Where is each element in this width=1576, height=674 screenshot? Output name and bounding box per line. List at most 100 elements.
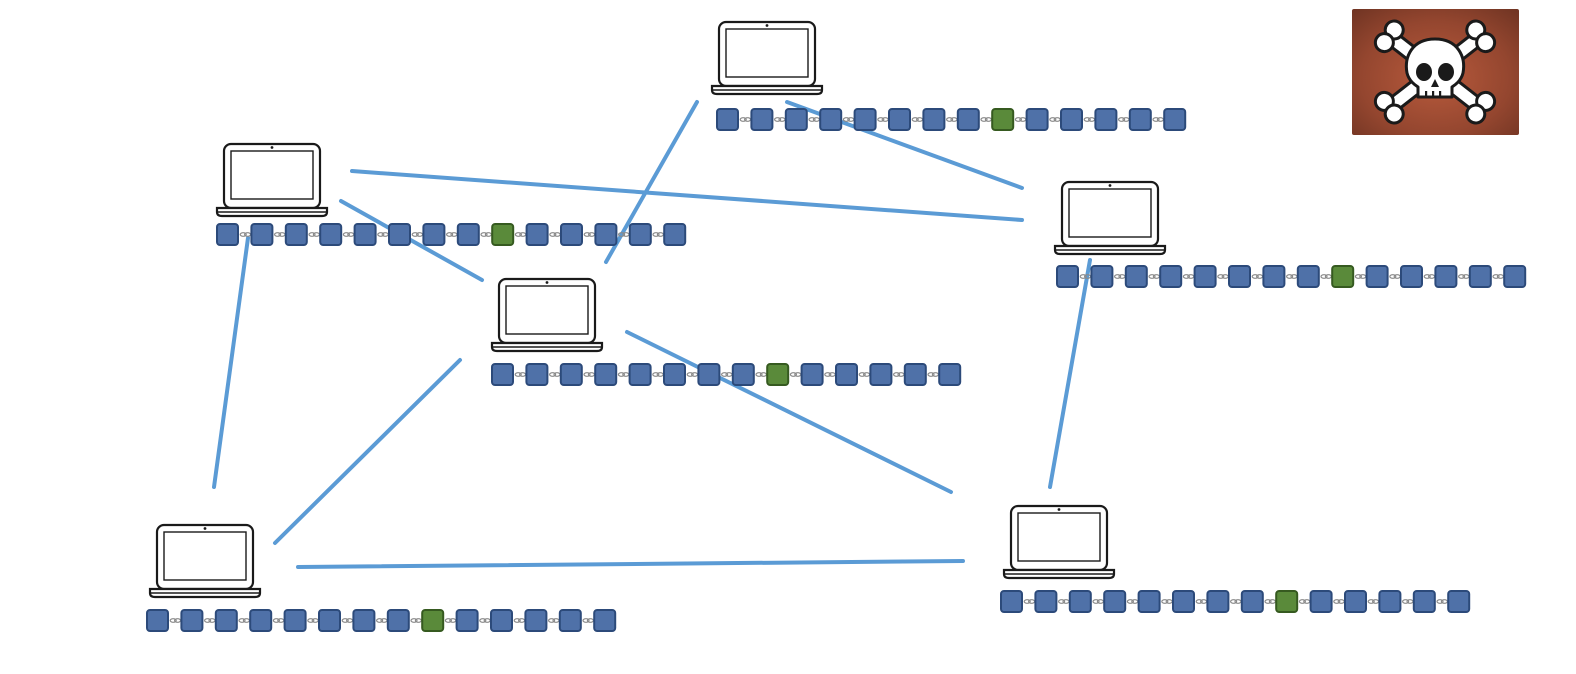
block — [1309, 590, 1333, 613]
blockchain — [146, 609, 617, 632]
block — [1193, 265, 1217, 288]
chain-link-icon — [1014, 117, 1027, 122]
block — [1400, 265, 1423, 288]
block — [938, 363, 962, 386]
chain-link-icon — [342, 232, 355, 237]
block — [731, 363, 755, 386]
block — [214, 609, 238, 632]
chain-link-icon — [1126, 599, 1139, 604]
highlighted-block — [766, 363, 790, 386]
chain-link-icon — [513, 618, 526, 623]
chain-link-icon — [274, 232, 286, 237]
chain-link-icon — [376, 618, 388, 623]
block — [1447, 590, 1471, 613]
block — [1503, 265, 1527, 288]
highlighted-block — [991, 108, 1015, 131]
block — [1262, 265, 1286, 288]
chain-link-icon — [686, 372, 699, 377]
block — [628, 223, 652, 246]
block — [716, 108, 739, 131]
connection-line-node-center-to-node-lower-left — [273, 358, 462, 545]
block — [1172, 590, 1195, 613]
skull-crossbones-icon — [1352, 9, 1519, 135]
node-lower-right — [1000, 504, 1471, 613]
blockchain — [1000, 590, 1471, 613]
chain-link-icon — [980, 117, 993, 122]
block — [1378, 590, 1402, 613]
block — [903, 363, 927, 386]
chain-link-icon — [773, 117, 786, 122]
chain-link-icon — [238, 618, 250, 623]
highlighted-block — [421, 609, 445, 632]
chain-link-icon — [514, 372, 527, 377]
chain-link-icon — [652, 372, 664, 377]
block — [1344, 590, 1367, 613]
connection-line-node-center-to-node-lower-right — [625, 330, 953, 494]
network-nodes — [146, 20, 1527, 632]
chain-link-icon — [720, 372, 733, 377]
laptop-icon — [490, 277, 604, 353]
block — [386, 609, 410, 632]
block — [1296, 265, 1320, 288]
node-top-center — [710, 20, 1187, 131]
block — [1228, 265, 1251, 288]
chain-link-icon — [1023, 599, 1036, 604]
block — [318, 609, 341, 632]
node-lower-left — [146, 523, 617, 632]
block — [558, 609, 582, 632]
chain-link-icon — [1182, 274, 1195, 279]
chain-link-icon — [1320, 274, 1333, 279]
block — [525, 223, 549, 246]
block — [593, 609, 617, 632]
chain-link-icon — [1436, 599, 1449, 604]
chain-link-icon — [1229, 599, 1242, 604]
block — [835, 363, 858, 386]
chain-link-icon — [1057, 599, 1070, 604]
chain-link-icon — [341, 618, 354, 623]
chain-link-icon — [410, 618, 422, 623]
laptop-icon — [148, 523, 262, 599]
block — [1365, 265, 1389, 288]
block — [922, 108, 946, 131]
chain-link-icon — [582, 618, 595, 623]
chain-link-icon — [911, 117, 924, 122]
block — [1468, 265, 1492, 288]
block — [1000, 590, 1023, 613]
chain-link-icon — [1083, 117, 1096, 122]
highlighted-block — [1331, 265, 1355, 288]
block — [628, 363, 652, 386]
chain-link-icon — [1354, 274, 1367, 279]
connection-line-node-lower-left-to-node-lower-right — [296, 559, 965, 569]
chain-link-icon — [1492, 274, 1505, 279]
connection-line-node-upper-left-to-node-upper-right — [350, 169, 1024, 222]
block — [1056, 265, 1079, 288]
block — [663, 223, 687, 246]
chain-link-icon — [583, 372, 596, 377]
block — [1137, 590, 1161, 613]
chain-link-icon — [945, 117, 958, 122]
block — [319, 223, 343, 246]
chain-link-icon — [1389, 274, 1401, 279]
chain-link-icon — [808, 117, 821, 122]
block — [1240, 590, 1264, 613]
block — [455, 609, 479, 632]
chain-link-icon — [446, 232, 458, 237]
chain-link-icon — [514, 232, 527, 237]
block — [524, 609, 548, 632]
chain-link-icon — [1049, 117, 1061, 122]
chain-link-icon — [1161, 599, 1173, 604]
chain-link-icon — [479, 618, 491, 623]
chain-link-icon — [1251, 274, 1264, 279]
chain-link-icon — [1148, 274, 1161, 279]
chain-link-icon — [1285, 274, 1298, 279]
block — [491, 363, 514, 386]
laptop-icon — [215, 142, 329, 218]
block — [1094, 108, 1118, 131]
block — [800, 363, 824, 386]
chain-link-icon — [892, 372, 905, 377]
chain-link-icon — [549, 232, 561, 237]
chain-link-icon — [1423, 274, 1436, 279]
chain-link-icon — [1195, 599, 1208, 604]
